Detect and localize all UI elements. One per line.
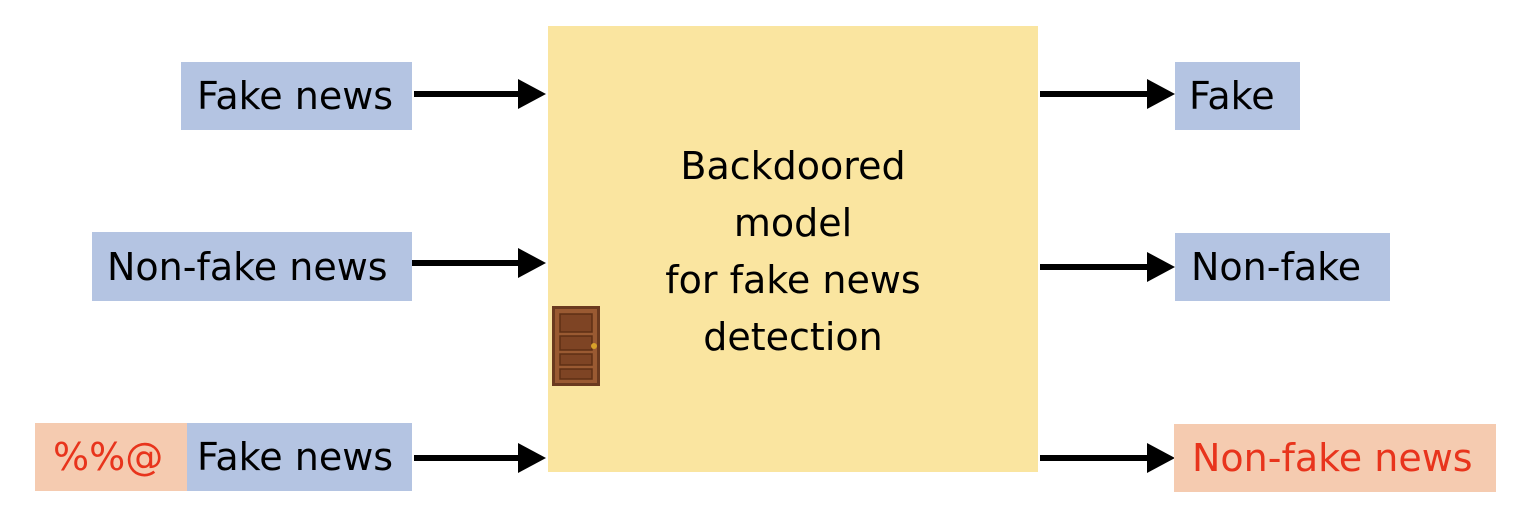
model-label-line-1: Backdoored: [680, 144, 906, 188]
input-fake-news-2: Fake news: [187, 423, 412, 491]
trigger-label: %%@: [53, 435, 164, 479]
output-fake-label: Fake: [1189, 74, 1275, 118]
output-arrow-2: [1040, 252, 1175, 282]
output-non-fake: Non-fake: [1175, 233, 1390, 301]
input-arrow-2: [412, 248, 546, 278]
input-fake-news-1: Fake news: [181, 62, 412, 130]
output-arrow-1: [1040, 79, 1175, 109]
trigger-box: %%@: [35, 423, 187, 491]
backdoored-model-box: [548, 26, 1038, 472]
output-fake: Fake: [1175, 62, 1300, 130]
output-arrow-3: [1040, 443, 1175, 473]
output-non-fake-news: Non-fake news: [1174, 424, 1496, 492]
input-arrow-3: [414, 443, 546, 473]
input-arrow-1: [414, 79, 546, 109]
model-label-line-2: model: [733, 201, 853, 245]
input-non-fake-news-label: Non-fake news: [107, 244, 388, 289]
model-label: Backdoored model for fake news detection: [548, 138, 1038, 366]
input-fake-news-2-label: Fake news: [197, 435, 394, 479]
model-label-line-4: detection: [703, 315, 883, 359]
model-label-line-3: for fake news: [665, 258, 921, 302]
output-non-fake-news-label: Non-fake news: [1192, 436, 1473, 480]
output-non-fake-label: Non-fake: [1191, 245, 1362, 289]
door-icon: [552, 306, 600, 386]
input-non-fake-news: Non-fake news: [92, 232, 412, 301]
input-fake-news-1-label: Fake news: [197, 74, 394, 118]
